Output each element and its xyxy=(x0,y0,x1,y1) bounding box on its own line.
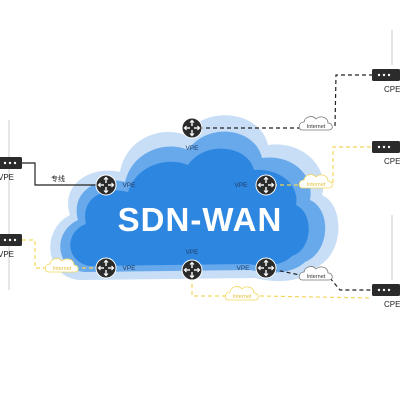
router-icon xyxy=(95,174,117,196)
router-vpe-bottom-center[interactable] xyxy=(181,259,203,281)
links xyxy=(22,74,373,299)
internet-cloud-mid: Internet xyxy=(298,174,333,189)
vpe-bottom-left-label: VPE xyxy=(122,265,136,272)
router-vpe-bottom-left[interactable] xyxy=(95,257,117,279)
cloud-title: SDN-WAN xyxy=(118,201,283,238)
internet-label: Internet xyxy=(307,274,326,280)
link-bottom-cpe3 xyxy=(265,267,372,291)
vpe-bottom-center-label: VPE xyxy=(185,249,199,256)
router-icon xyxy=(181,259,203,281)
router-vpe-bottom-right[interactable] xyxy=(255,257,277,279)
link-left-cpe2 xyxy=(22,239,105,269)
internet-label: Internet xyxy=(307,182,326,188)
cpe-left-2[interactable]: VPE xyxy=(0,234,22,259)
cpe-right-3[interactable]: CPE xyxy=(372,284,400,309)
internet-label: Internet xyxy=(53,266,72,272)
router-vpe-mid-right[interactable] xyxy=(255,174,277,196)
cpe-left-1-label: VPE xyxy=(0,173,14,182)
internet-cloud-bottom: Internet xyxy=(298,266,333,281)
cpe-right-3-label: CPE xyxy=(384,300,400,309)
cpe-device-icon xyxy=(372,141,400,153)
routers xyxy=(95,117,277,281)
router-vpe-mid-left[interactable] xyxy=(95,174,117,196)
internet-cloud-icon xyxy=(298,116,333,131)
cpe-device-icon xyxy=(372,284,400,296)
internet-cloud-icon xyxy=(298,266,333,281)
cpe-device-icon xyxy=(372,69,400,81)
cpe-right-2-label: CPE xyxy=(384,157,400,166)
vpe-bottom-right-label: VPE xyxy=(236,265,250,272)
internet-cloud-left: Internet xyxy=(44,258,79,273)
cpe-left-1[interactable]: VPE xyxy=(0,157,22,182)
router-icon xyxy=(255,257,277,279)
link-mid-cpe2 xyxy=(266,146,372,186)
dedicated-line-link xyxy=(22,162,105,186)
internet-label: Internet xyxy=(233,294,252,300)
internet-cloud-icon xyxy=(44,258,79,273)
router-icon xyxy=(255,174,277,196)
internet-cloud-bottom-center: Internet xyxy=(224,286,259,301)
dedicated-line-label: 专线 xyxy=(51,174,65,183)
internet-label: Internet xyxy=(307,124,326,130)
cloud xyxy=(50,115,339,282)
vpe-top-label: VPE xyxy=(185,145,199,152)
internet-cloud-top: Internet xyxy=(298,116,333,131)
router-icon xyxy=(95,257,117,279)
internet-cloud-icon xyxy=(298,174,333,189)
cpe-left-2-label: VPE xyxy=(0,250,14,259)
link-top-cpe1 xyxy=(192,74,372,129)
vpe-mid-right-label: VPE xyxy=(234,182,248,189)
cpe-right-1[interactable]: CPE xyxy=(372,69,400,94)
cloud-inner xyxy=(70,148,309,266)
vpe-mid-left-label: VPE xyxy=(122,182,136,189)
internet-cloud-icon xyxy=(224,286,259,301)
router-vpe-top[interactable] xyxy=(181,117,203,139)
cpe-right-2[interactable]: CPE xyxy=(372,141,400,166)
cpe-right-1-label: CPE xyxy=(384,85,400,94)
router-icon xyxy=(181,117,203,139)
